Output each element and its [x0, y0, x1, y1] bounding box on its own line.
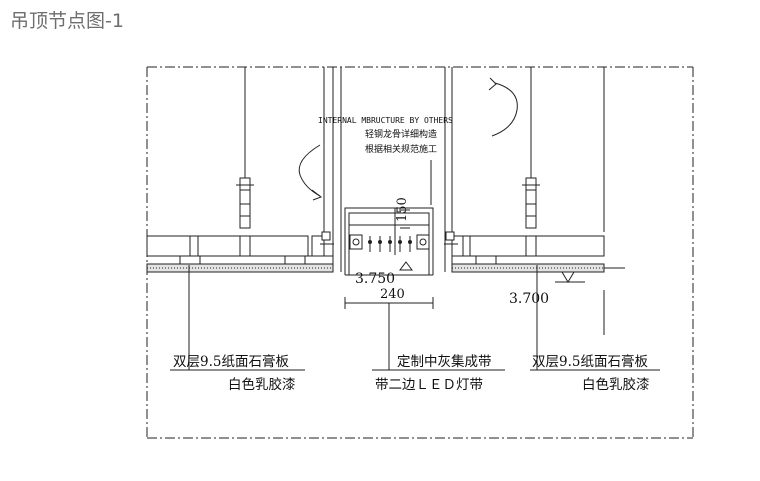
rotation-arrow-left: [298, 144, 323, 201]
page-title: 吊顶节点图-1: [10, 10, 124, 32]
callout-leaders: [170, 265, 660, 371]
hanger-rods: [244, 67, 532, 232]
hanger-adjuster-right: [522, 177, 540, 229]
left-ceiling-assembly: [146, 235, 334, 273]
dimension-150: 150: [395, 197, 410, 222]
left-callout-line-1: 双层9.5纸面石膏板: [173, 353, 289, 370]
dimension-240-label: 240: [380, 287, 405, 302]
led-trough: [344, 207, 434, 276]
elevation-right: 3.700: [509, 291, 549, 307]
elevation-center: 3.750: [355, 271, 395, 287]
internal-structure-note: INTERNAL MBRUCTURE BY OTHERS: [318, 116, 453, 125]
joint-fasteners: [320, 231, 458, 271]
hanger-adjuster-left: [236, 177, 254, 229]
note-line-1: 轻钢龙骨详细构造: [365, 128, 437, 140]
left-callout-line-2: 白色乳胶漆: [228, 376, 296, 393]
right-ceiling-assembly: [451, 235, 625, 273]
note-line-2: 根据相关规范施工: [365, 143, 437, 155]
right-elevation-marker: [555, 271, 585, 283]
right-callout-line-2: 白色乳胶漆: [582, 376, 650, 393]
right-callout-line-1: 双层9.5纸面石膏板: [532, 353, 648, 370]
center-callout-line-2: 带二边ＬＥＤ灯带: [375, 377, 483, 393]
rotation-arrow-right: [488, 77, 518, 137]
center-callout-line-1: 定制中灰集成带: [397, 354, 492, 370]
wall-edges: [332, 67, 605, 335]
